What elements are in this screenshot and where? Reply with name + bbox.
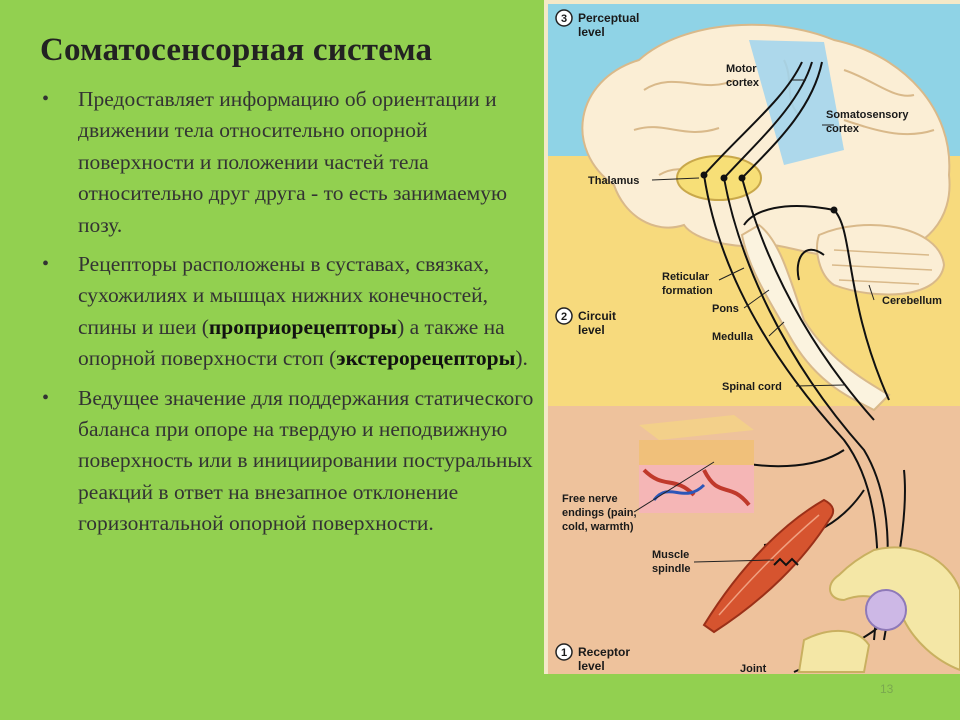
label-medulla: Medulla [712, 331, 754, 343]
bullet-text: Предоставляет информацию об ориентации и… [78, 87, 508, 237]
bullet-text-part: Рецепторы расположены в суставах, связка… [78, 252, 490, 339]
label-joint: Joint [740, 663, 767, 674]
bullet-marker: • [42, 386, 50, 409]
figure-labels: Motor cortex Somatosensory cortex Thalam… [562, 63, 942, 674]
somatosensory-figure: 3 Perceptual level 2 Circuit level 1 Rec… [544, 0, 960, 674]
label-spinal-cord: Spinal cord [722, 381, 782, 393]
level-receptor: 1 Receptor level [555, 643, 630, 673]
level-perceptual: 3 Perceptual level [555, 9, 639, 39]
level-number: 3 [561, 13, 567, 25]
cerebellum-shape [816, 224, 946, 296]
brain-cerebrum [581, 23, 951, 260]
bullet-marker: • [42, 253, 50, 276]
brainstem-spinal-cord [740, 223, 891, 412]
label-muscle-1: Muscle [652, 549, 689, 561]
bullet-text-part: ) а также на опорной поверхности стоп ( [78, 314, 505, 371]
level-name-line2: level [578, 659, 605, 673]
label-somatosensory-2: cortex [826, 123, 860, 135]
level-name-line2: level [578, 323, 605, 337]
level-name-line1: Circuit [578, 309, 616, 323]
skin-illustration [639, 415, 754, 513]
bullet-list: • Предоставляет информацию об ориентации… [40, 84, 540, 548]
label-free-nerve-2: endings (pain, [562, 507, 637, 519]
label-thalamus: Thalamus [588, 175, 639, 187]
label-motor-cortex-2: cortex [726, 77, 760, 89]
label-cerebellum: Cerebellum [882, 295, 942, 307]
bold-term-proprioceptors: проприорецепторы [208, 314, 398, 339]
figure-svg: 3 Perceptual level 2 Circuit level 1 Rec… [544, 0, 960, 674]
level-name-line2: level [578, 25, 605, 39]
synapse-dots [700, 171, 838, 214]
level-number: 2 [561, 311, 567, 323]
label-free-nerve-1: Free nerve [562, 493, 618, 505]
level-circuit: 2 Circuit level [555, 307, 616, 337]
bullet-item-3: • Ведущее значение для поддержания стати… [40, 383, 540, 540]
level-name-line1: Perceptual [578, 11, 639, 25]
slide-title: Соматосенсорная система [40, 32, 433, 68]
bullet-text: Ведущее значение для поддержания статиче… [78, 385, 534, 536]
bullet-item-2: • Рецепторы расположены в суставах, связ… [40, 249, 540, 375]
bullet-item-1: • Предоставляет информацию об ориентации… [40, 84, 540, 241]
label-reticular-1: Reticular [662, 271, 710, 283]
level-name-line1: Receptor [578, 645, 630, 659]
thalamus-shape [676, 155, 762, 201]
muscle-illustration [702, 498, 835, 634]
bullet-text: Рецепторы расположены в суставах, связка… [78, 252, 528, 370]
joint-illustration [797, 546, 960, 673]
page-number: 13 [880, 682, 894, 696]
label-pons: Pons [712, 303, 739, 315]
label-free-nerve-3: cold, warmth) [562, 521, 634, 533]
bullet-text-part: ). [515, 346, 528, 371]
label-somatosensory-1: Somatosensory [826, 109, 909, 121]
label-leader-lines [633, 79, 875, 563]
level-number: 1 [561, 647, 567, 659]
label-muscle-2: spindle [652, 563, 691, 575]
bullet-marker: • [42, 88, 50, 110]
bold-term-exteroceptors: экстерорецепторы [336, 346, 516, 371]
label-reticular-2: formation [662, 285, 713, 297]
label-motor-cortex-1: Motor [726, 63, 757, 75]
